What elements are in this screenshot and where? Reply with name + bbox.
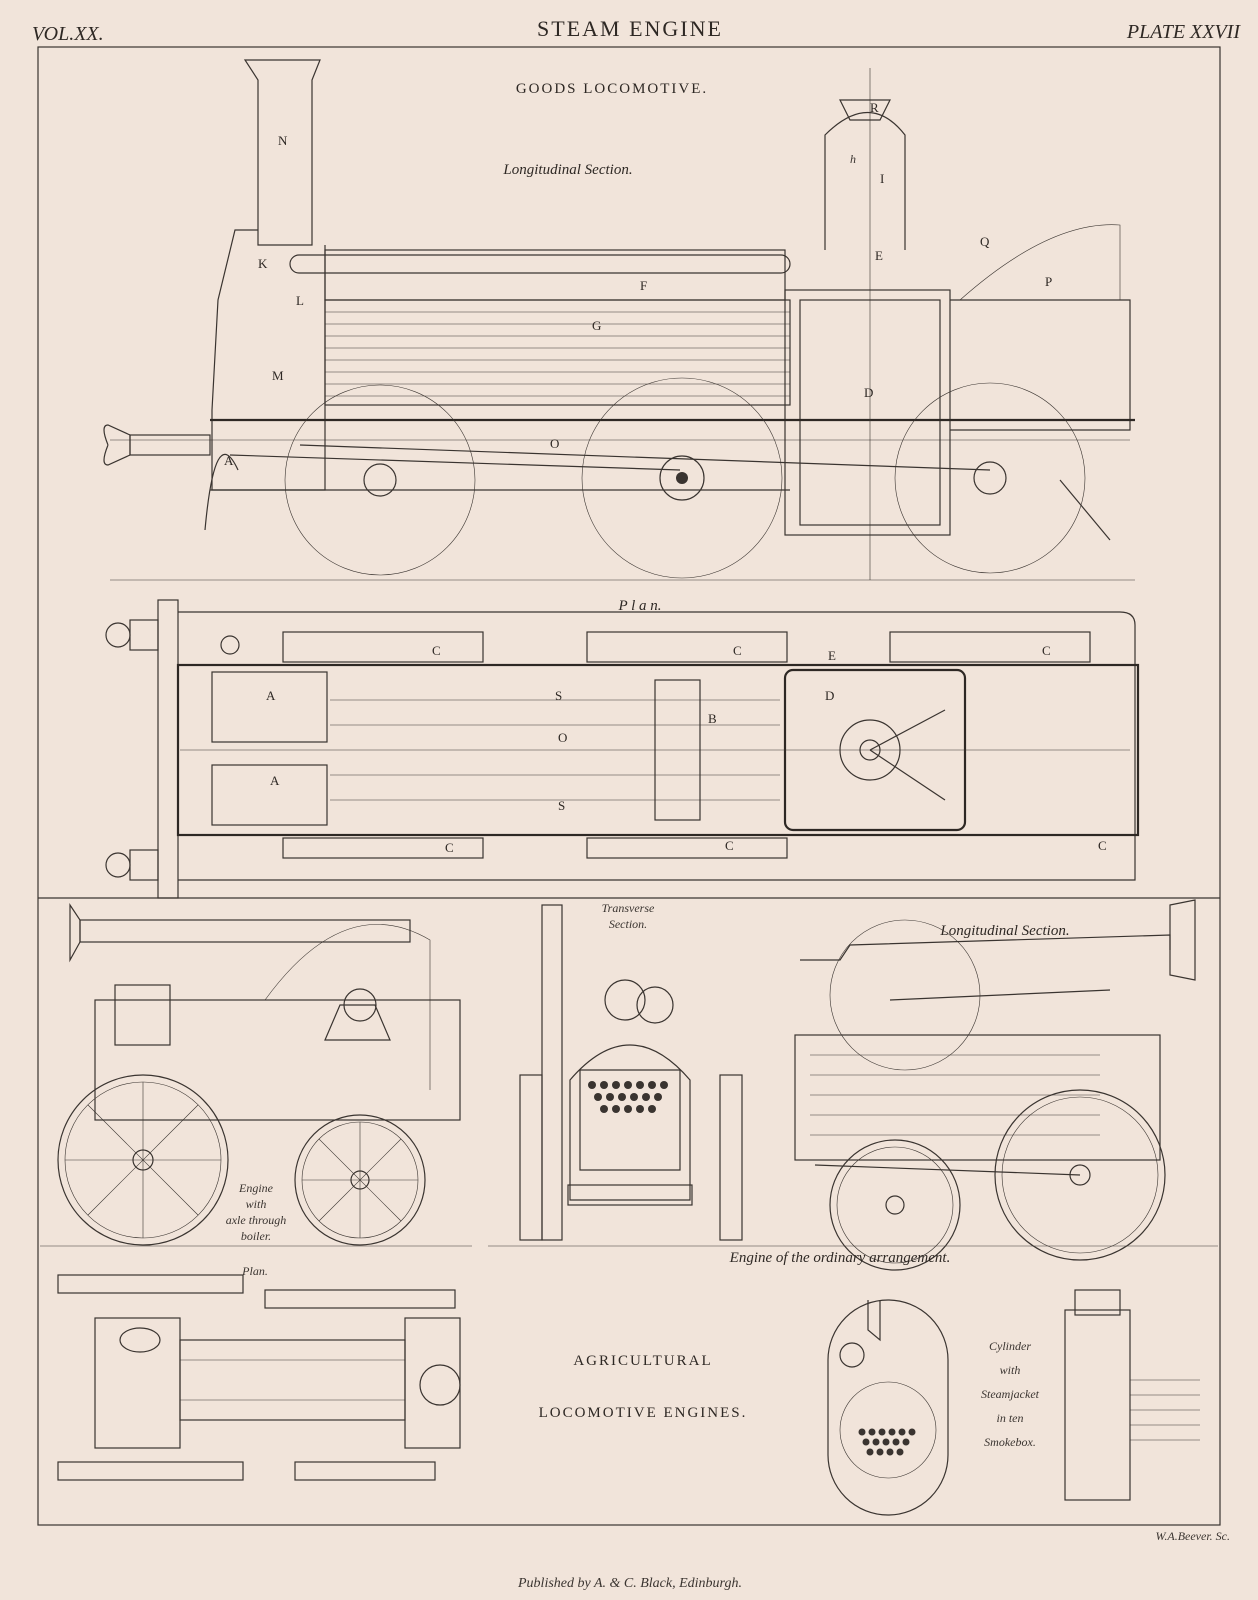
svg-text:boiler.: boiler. <box>241 1229 271 1243</box>
svg-text:Cylinder: Cylinder <box>989 1339 1031 1353</box>
svg-text:F: F <box>640 278 647 293</box>
svg-text:R: R <box>870 100 879 115</box>
svg-text:Longitudinal Section.: Longitudinal Section. <box>939 923 1069 939</box>
svg-text:D: D <box>864 385 873 400</box>
svg-text:Engine of the ordinary arrange: Engine of the ordinary arrangement. <box>729 1250 951 1266</box>
svg-text:K: K <box>258 256 268 271</box>
svg-text:O: O <box>558 730 567 745</box>
svg-text:G: G <box>592 318 601 333</box>
svg-text:Q: Q <box>980 234 990 249</box>
publisher-credit: Published by A. & C. Black, Edinburgh. <box>517 1576 742 1591</box>
engine-axle-through-boiler: Engine with axle through boiler. <box>57 903 461 1246</box>
ordinary-engine-longitudinal-section: Longitudinal Section. Engine of the ordi… <box>729 899 1196 1271</box>
goods-locomotive-plan: P l a n. C C C E A A S S O B D C <box>105 598 1140 899</box>
goods-locomotive-longitudinal-section: GOODS LOCOMOTIVE. Longitudinal Section. <box>103 59 1135 581</box>
volume-label: VOL.XX. <box>32 23 104 45</box>
svg-text:O: O <box>550 436 559 451</box>
svg-text:with: with <box>246 1197 267 1211</box>
svg-text:D: D <box>825 688 834 703</box>
svg-text:Plan.: Plan. <box>241 1264 268 1278</box>
svg-text:C: C <box>445 840 454 855</box>
transverse-section: Transverse Section. <box>519 901 743 1241</box>
plan-caption: P l a n. <box>617 598 661 614</box>
svg-text:Engine: Engine <box>238 1181 274 1195</box>
svg-text:L: L <box>296 293 304 308</box>
svg-text:B: B <box>708 711 717 726</box>
svg-text:I: I <box>880 171 884 186</box>
svg-text:P: P <box>1045 274 1052 289</box>
svg-text:C: C <box>1098 838 1107 853</box>
plate-number: PLATE XXVII <box>1126 21 1241 43</box>
agricultural-title-line1: AGRICULTURAL <box>573 1353 712 1369</box>
goods-title: GOODS LOCOMOTIVE. <box>516 81 708 97</box>
svg-text:A: A <box>266 688 276 703</box>
engraver-credit: W.A.Beever. Sc. <box>1155 1529 1230 1543</box>
svg-text:S: S <box>555 688 562 703</box>
plate-title: STEAM ENGINE <box>537 16 723 41</box>
svg-text:Section.: Section. <box>609 917 647 931</box>
svg-text:S: S <box>558 798 565 813</box>
svg-text:C: C <box>733 643 742 658</box>
svg-text:axle through: axle through <box>226 1213 287 1227</box>
plate-frame <box>37 46 1221 1526</box>
svg-text:Steamjacket: Steamjacket <box>981 1387 1040 1401</box>
svg-text:C: C <box>432 643 441 658</box>
agricultural-title-line2: LOCOMOTIVE ENGINES. <box>539 1405 748 1421</box>
svg-text:E: E <box>828 648 836 663</box>
svg-text:with: with <box>1000 1363 1021 1377</box>
svg-text:A: A <box>224 453 234 468</box>
agricultural-plan: Plan. <box>57 1264 461 1481</box>
svg-text:M: M <box>272 368 284 383</box>
svg-text:in ten: in ten <box>997 1411 1024 1425</box>
svg-text:N: N <box>278 133 288 148</box>
svg-text:C: C <box>725 838 734 853</box>
svg-text:A: A <box>270 773 280 788</box>
svg-text:h: h <box>850 152 856 166</box>
section-caption: Longitudinal Section. <box>502 162 632 178</box>
svg-text:Smokebox.: Smokebox. <box>984 1435 1036 1449</box>
svg-text:Transverse: Transverse <box>602 901 655 915</box>
svg-text:E: E <box>875 248 883 263</box>
svg-text:C: C <box>1042 643 1051 658</box>
cylinder-smokebox-section: Cylinder with Steamjacket in ten Smokebo… <box>827 1289 1200 1516</box>
